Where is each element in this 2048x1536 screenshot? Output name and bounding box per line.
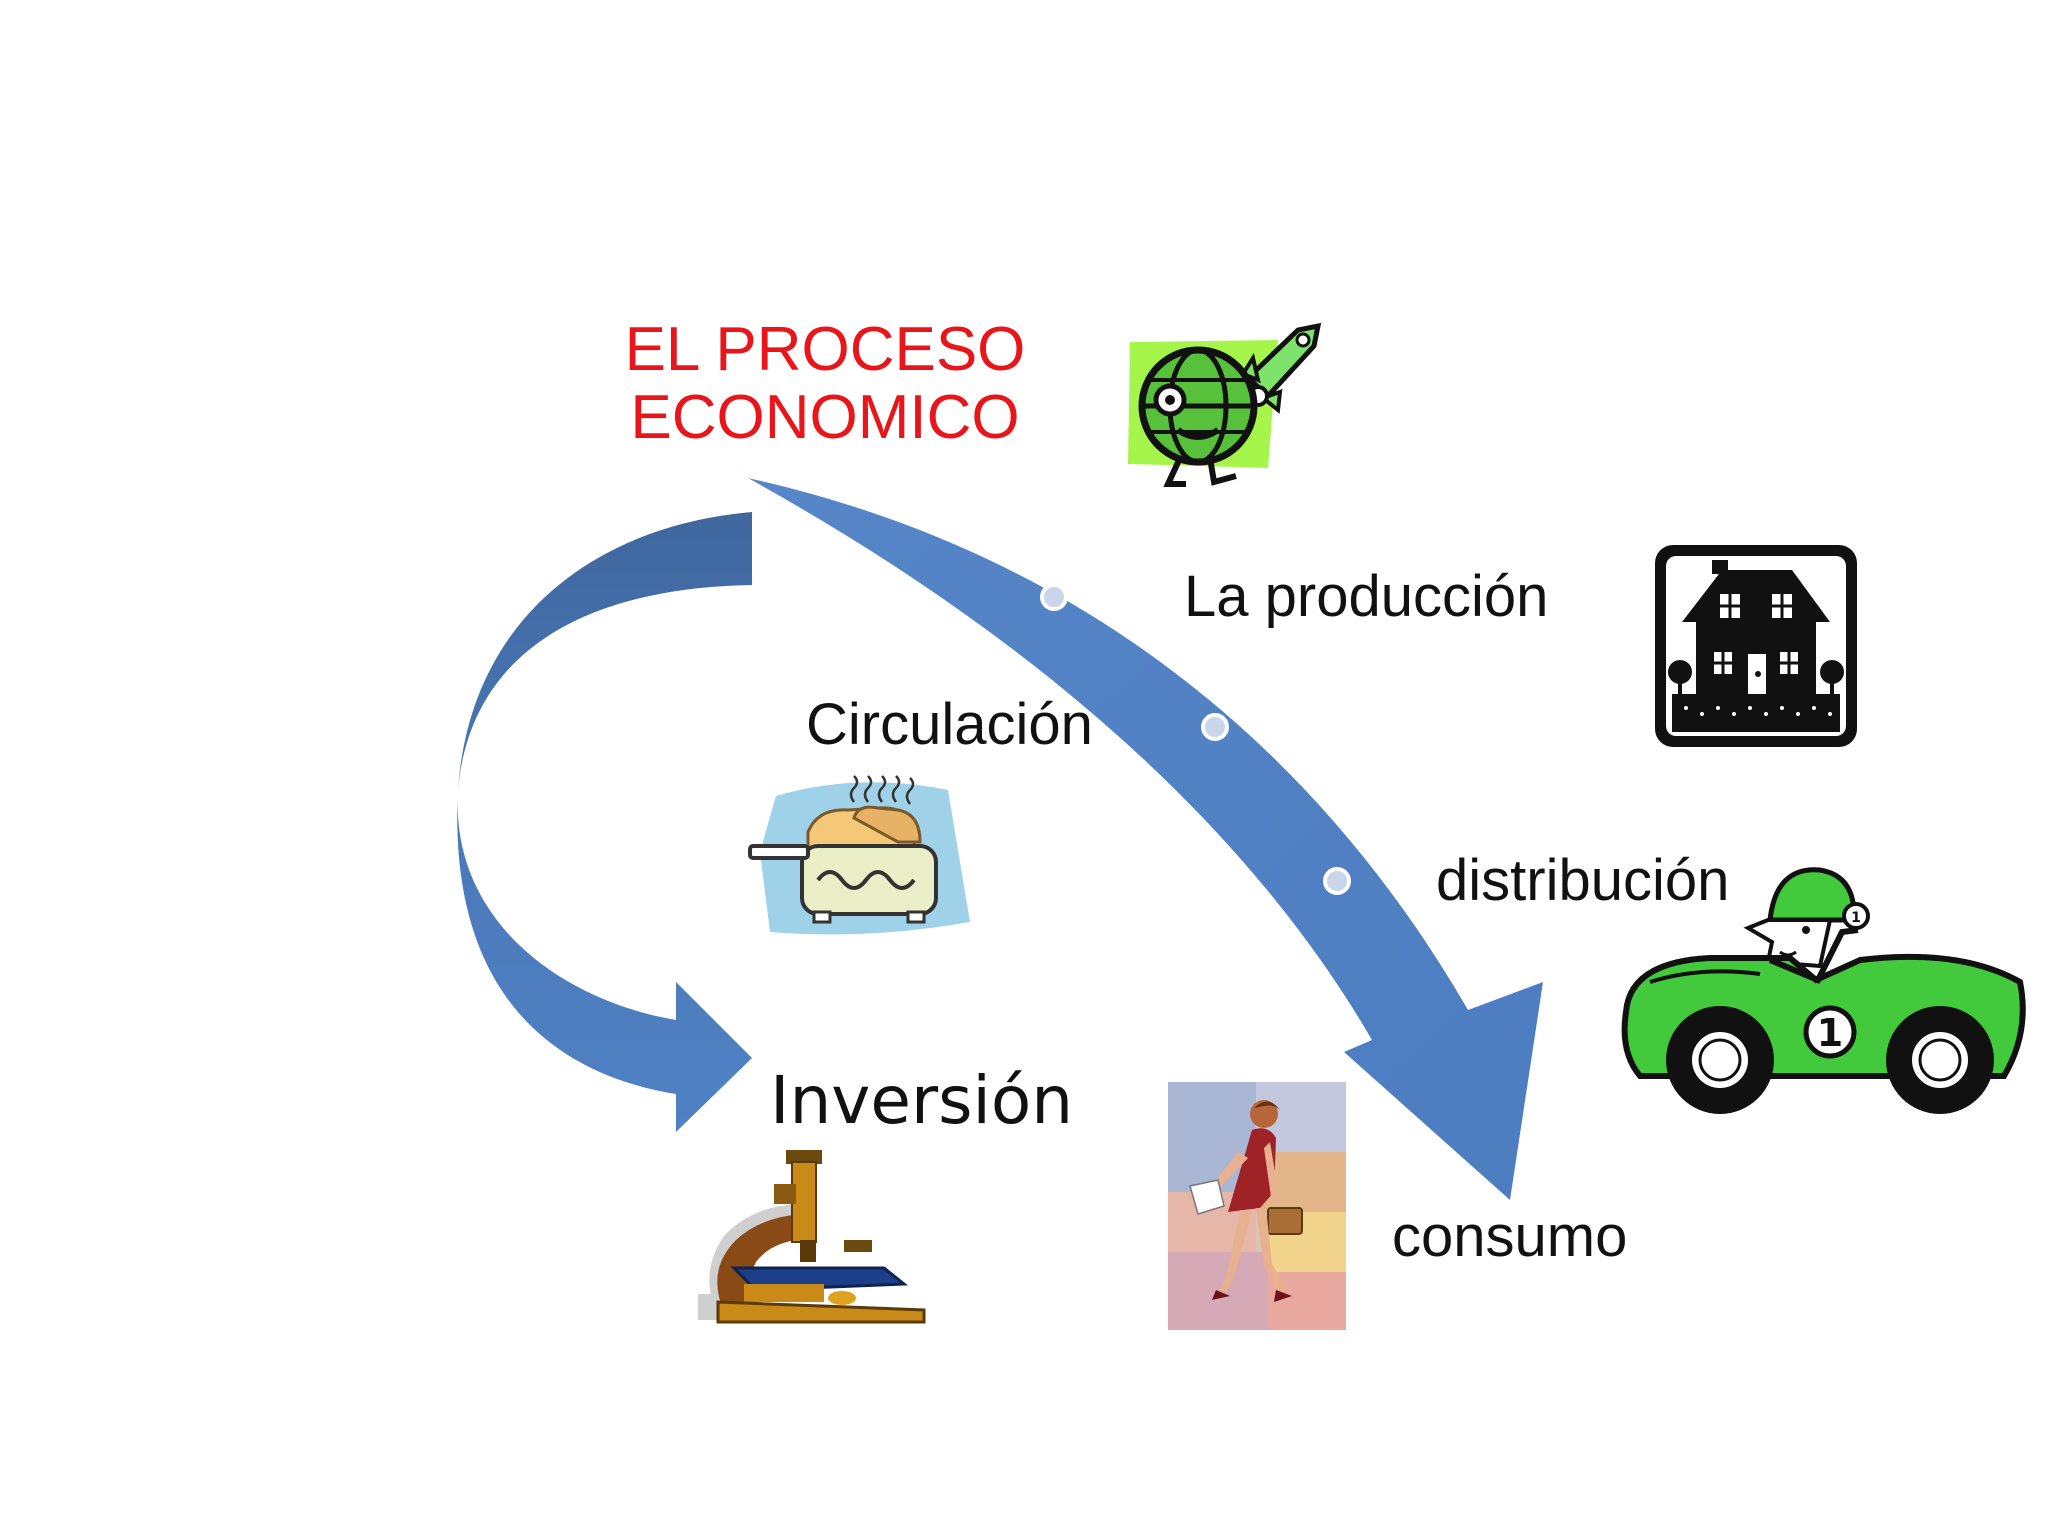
race-car-icon: 1 1 [1620, 862, 2030, 1124]
walking-woman-icon [1168, 1082, 1346, 1330]
globe-rocket-icon [1118, 318, 1328, 490]
arrow-dot [1042, 585, 1066, 609]
left-curved-arrow [457, 512, 752, 1132]
house-icon [1652, 542, 1860, 750]
microscope-icon [684, 1144, 930, 1326]
arrow-dot [1325, 869, 1349, 893]
label-circulacion: Circulación [806, 696, 1093, 754]
label-produccion: La producción [1184, 568, 1548, 626]
svg-text:1: 1 [1817, 1011, 1843, 1055]
toaster-icon [748, 772, 976, 940]
title-line-2: ECONOMICO [560, 384, 1090, 452]
label-consumo: consumo [1392, 1208, 1627, 1266]
diagram-title: EL PROCESO ECONOMICO [560, 316, 1090, 452]
label-inversion: Inversión [770, 1068, 1073, 1134]
arrow-dot [1203, 715, 1227, 739]
title-line-1: EL PROCESO [560, 316, 1090, 384]
svg-text:1: 1 [1851, 910, 1861, 926]
